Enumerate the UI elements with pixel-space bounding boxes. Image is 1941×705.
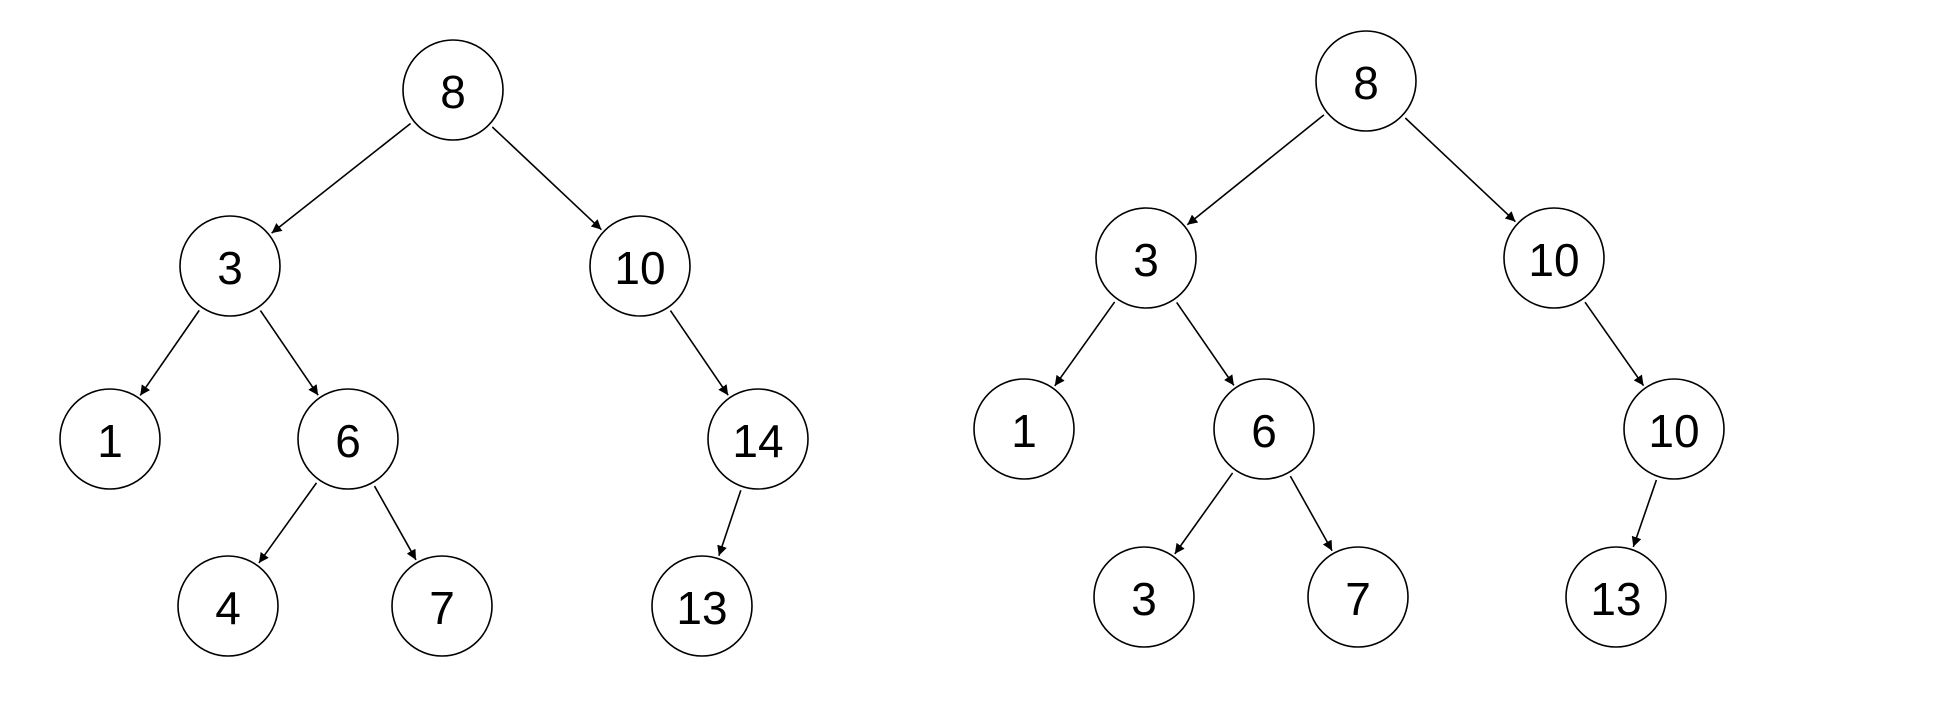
arrow-m6-to-m7	[1289, 475, 1333, 552]
node-circle	[1213, 378, 1315, 480]
node-label: 1	[97, 415, 123, 467]
node-label: 6	[335, 415, 361, 467]
arrow-n6-to-n4	[258, 482, 318, 564]
edges-layer	[139, 114, 1658, 564]
arrow-n3-to-n6	[259, 310, 319, 396]
node-circle	[1095, 207, 1197, 309]
tree-node: 8	[402, 39, 504, 141]
arrow-m8-to-m10	[1404, 117, 1516, 223]
tree-node: 7	[1307, 546, 1409, 648]
tree-node: 3	[1093, 546, 1195, 648]
arrow-m3-to-m6	[1176, 301, 1235, 386]
tree-node: 14	[707, 388, 809, 490]
node-label: 8	[440, 66, 466, 118]
arrow-m6-to-m3b	[1174, 472, 1234, 555]
node-label: 7	[429, 582, 455, 634]
node-label: 1	[1011, 405, 1037, 457]
tree-node: 8	[1315, 30, 1417, 132]
arrow-m10-to-m10b	[1584, 301, 1645, 387]
tree-node: 1	[59, 388, 161, 490]
node-label: 4	[215, 582, 241, 634]
arrow-n8-to-n3	[271, 122, 412, 234]
tree-node: 10	[589, 215, 691, 317]
arrow-n8-to-n10	[491, 126, 602, 231]
tree-node: 13	[1565, 546, 1667, 648]
node-label: 7	[1345, 573, 1371, 625]
arrow-n10-to-n14	[669, 310, 729, 396]
node-circle	[297, 388, 399, 490]
tree-node: 6	[1213, 378, 1315, 480]
arrow-n3-to-n1	[139, 309, 200, 396]
tree-node: 1	[973, 378, 1075, 480]
tree-node: 4	[177, 555, 279, 657]
tree-node: 6	[297, 388, 399, 490]
node-circle	[1307, 546, 1409, 648]
node-label: 6	[1251, 405, 1277, 457]
node-circle	[589, 215, 691, 317]
node-label: 10	[1528, 234, 1579, 286]
node-circle	[707, 388, 809, 490]
nodes-layer: 8 3 10 1 6 14 4 7 13 8 3 10 1 6 10 3 7 13	[59, 30, 1725, 657]
node-label: 13	[1590, 573, 1641, 625]
tree-node: 3	[1095, 207, 1197, 309]
node-label: 10	[1648, 405, 1699, 457]
node-circle	[402, 39, 504, 141]
node-label: 13	[676, 582, 727, 634]
node-circle	[1565, 546, 1667, 648]
node-label: 3	[217, 242, 243, 294]
arrow-n14-to-n13	[717, 489, 742, 557]
node-label: 14	[732, 415, 783, 467]
node-label: 8	[1353, 57, 1379, 109]
node-circle	[59, 388, 161, 490]
node-circle	[179, 215, 281, 317]
tree-node: 3	[179, 215, 281, 317]
arrow-m8-to-m3	[1186, 114, 1325, 226]
node-label: 3	[1131, 573, 1157, 625]
node-circle	[1093, 546, 1195, 648]
tree-node: 10	[1623, 378, 1725, 480]
arrow-m3-to-m1	[1054, 301, 1116, 387]
node-circle	[1623, 378, 1725, 480]
arrow-m10b-to-m13	[1631, 479, 1658, 548]
node-circle	[973, 378, 1075, 480]
tree-node: 13	[651, 555, 753, 657]
node-circle	[391, 555, 493, 657]
node-circle	[1315, 30, 1417, 132]
node-circle	[1503, 207, 1605, 309]
node-label: 3	[1133, 234, 1159, 286]
node-label: 10	[614, 242, 665, 294]
arrow-n6-to-n7	[373, 485, 417, 561]
node-circle	[177, 555, 279, 657]
node-circle	[651, 555, 753, 657]
tree-node: 7	[391, 555, 493, 657]
tree-node: 10	[1503, 207, 1605, 309]
